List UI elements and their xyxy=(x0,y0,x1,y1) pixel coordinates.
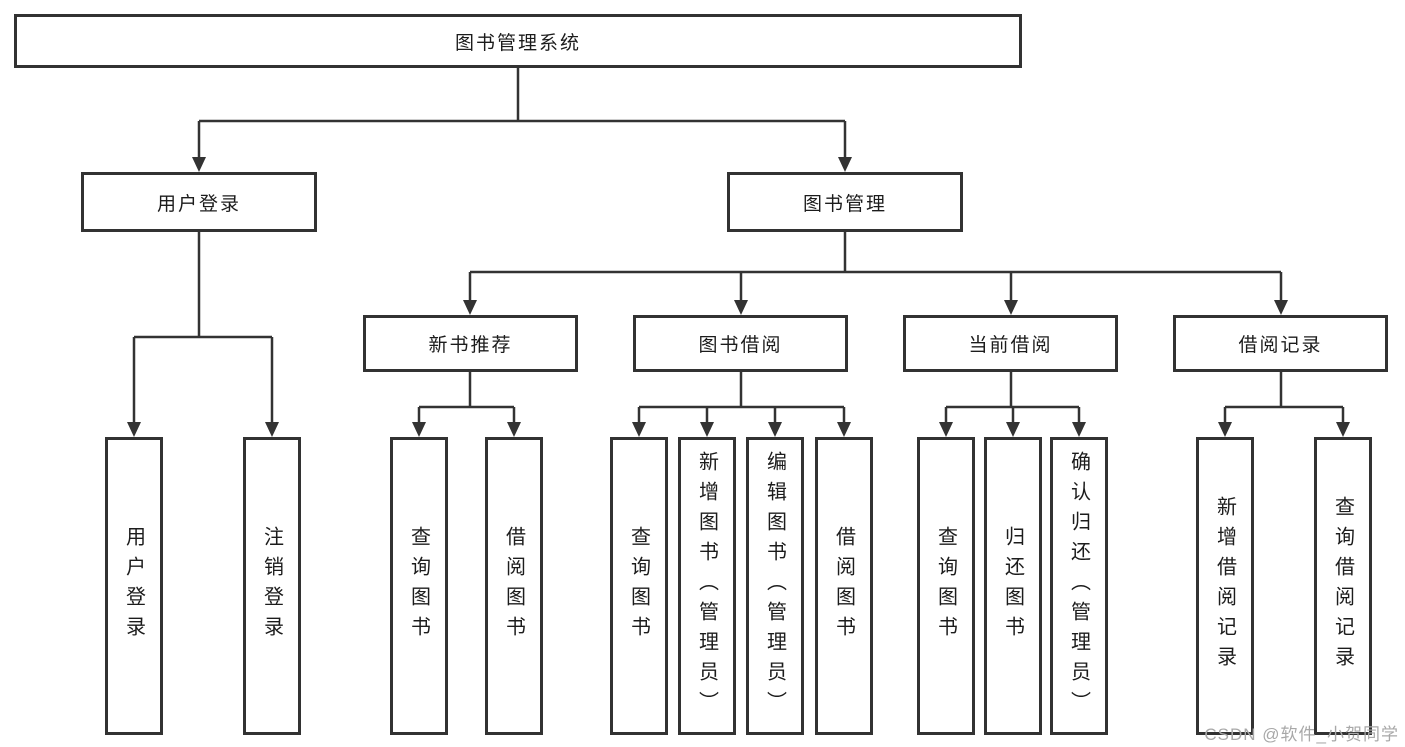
node-add-book-admin: 新增图书（管理员） xyxy=(678,437,736,735)
node-edit-book-admin: 编辑图书（管理员） xyxy=(746,437,804,735)
node-user-login: 用户登录 xyxy=(81,172,317,232)
node-borrow-records: 借阅记录 xyxy=(1173,315,1388,372)
node-current-borrow: 当前借阅 xyxy=(903,315,1118,372)
node-return-books: 归还图书 xyxy=(984,437,1042,735)
connector-borrow-records-children xyxy=(1223,372,1345,425)
connector-book-borrow-children xyxy=(637,372,846,425)
csdn-watermark: CSDN @软件_小贺同学 xyxy=(1204,725,1399,744)
node-query-books-recommend: 查询图书 xyxy=(390,437,448,735)
node-borrow-books-leaf: 借阅图书 xyxy=(815,437,873,735)
node-user-login-leaf: 用户登录 xyxy=(105,437,163,735)
node-library-management-system: 图书管理系统 xyxy=(14,14,1022,68)
arrowheads-level4 xyxy=(127,422,1350,437)
node-new-book-recommend: 新书推荐 xyxy=(363,315,578,372)
node-add-borrow-record: 新增借阅记录 xyxy=(1196,437,1254,735)
node-query-books-borrow: 查询图书 xyxy=(610,437,668,735)
connector-root-branches xyxy=(197,68,847,160)
node-logout-leaf: 注销登录 xyxy=(243,437,301,735)
node-book-management: 图书管理 xyxy=(727,172,963,232)
node-query-borrow-record: 查询借阅记录 xyxy=(1314,437,1372,735)
connector-new-book-children xyxy=(417,372,516,425)
node-query-books-current: 查询图书 xyxy=(917,437,975,735)
arrowheads-level3 xyxy=(463,300,1288,315)
node-book-borrow: 图书借阅 xyxy=(633,315,848,372)
connector-user-login-children xyxy=(132,232,274,425)
connector-current-borrow-children xyxy=(944,372,1081,425)
node-borrow-books-recommend: 借阅图书 xyxy=(485,437,543,735)
connector-book-mgmt-children xyxy=(468,232,1283,303)
node-confirm-return-admin: 确认归还（管理员） xyxy=(1050,437,1108,735)
arrowheads-level2 xyxy=(192,157,852,172)
